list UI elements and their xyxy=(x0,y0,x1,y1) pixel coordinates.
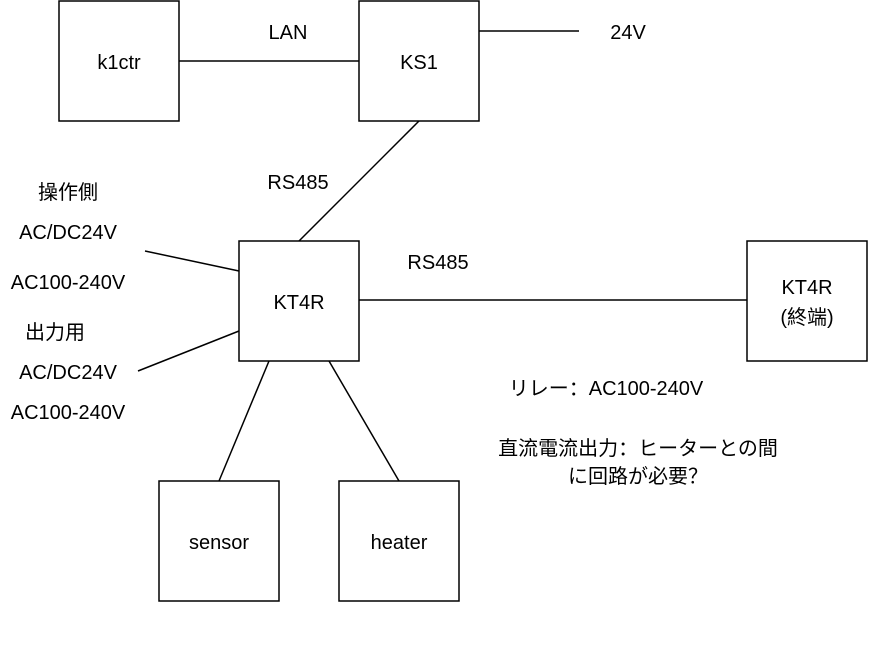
edge-label-lan: LAN xyxy=(269,22,308,44)
dc-output-note-line2: に回路が必要？ xyxy=(568,465,708,488)
node-kt4r-end-label-line2: (終端) xyxy=(780,306,833,329)
edge-label-24v: 24V xyxy=(610,22,646,44)
edge-label-rs485-right: RS485 xyxy=(407,252,468,274)
node-sensor-label: sensor xyxy=(189,532,249,554)
operation-side-title: 操作側 xyxy=(38,181,98,204)
node-kt4r-label: KT4R xyxy=(273,292,324,314)
edge-operation-side-kt4r xyxy=(144,250,240,272)
relay-note: リレー：AC100-240V xyxy=(509,378,704,400)
edge-kt4r-sensor xyxy=(218,360,270,482)
node-k1ctr: k1ctr xyxy=(58,0,180,122)
edge-output-side-kt4r xyxy=(137,330,240,372)
operation-side-voltage-1: AC/DC24V xyxy=(19,222,117,244)
node-ks1-label: KS1 xyxy=(400,52,438,74)
node-ks1: KS1 xyxy=(358,0,480,122)
node-heater: heater xyxy=(338,480,460,602)
output-side-title: 出力用 xyxy=(25,321,85,344)
output-side-voltage-1: AC/DC24V xyxy=(19,362,117,384)
node-kt4r-end: KT4R (終端) xyxy=(746,240,868,362)
node-kt4r: KT4R xyxy=(238,240,360,362)
node-heater-label: heater xyxy=(371,532,428,554)
edge-kt4r-heater xyxy=(328,360,400,482)
output-side-voltage-2: AC100-240V xyxy=(11,402,126,424)
edge-ks1-kt4r xyxy=(298,120,420,242)
node-sensor: sensor xyxy=(158,480,280,602)
node-k1ctr-label: k1ctr xyxy=(97,52,141,74)
edge-label-rs485-upper: RS485 xyxy=(267,172,328,194)
operation-side-voltage-2: AC100-240V xyxy=(11,272,126,294)
dc-output-note-line1: 直流電流出力：ヒーターとの間 xyxy=(498,437,778,460)
node-kt4r-end-label-line1: KT4R xyxy=(781,277,832,299)
